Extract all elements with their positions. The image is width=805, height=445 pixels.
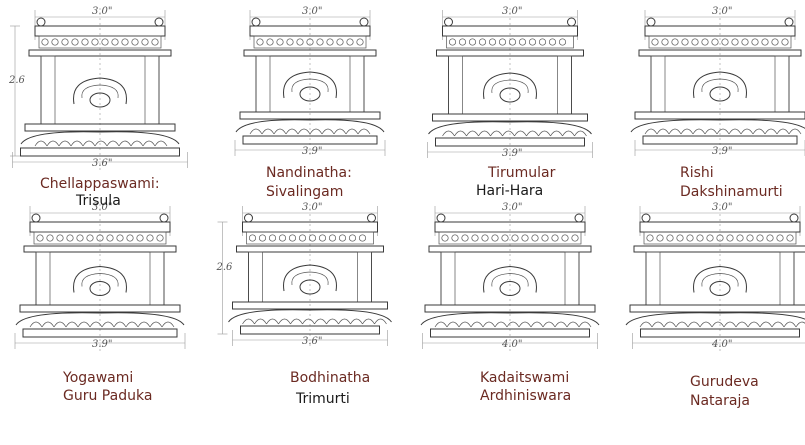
- top-width-label: 3.0": [302, 6, 323, 17]
- drawing-3-name: Tirumular: [487, 165, 556, 181]
- pedestal-drawing-1: 3.0" 3.6" 2.6: [8, 6, 188, 170]
- pedestal-drawing-8: 3.0" 4.0": [625, 202, 805, 351]
- height-label: 2.6: [8, 75, 26, 86]
- drawing-1-deity: Trisula: [75, 193, 121, 209]
- top-width-label: 3.0": [712, 202, 733, 213]
- top-width-label: 3.0": [92, 202, 113, 213]
- top-width-label: 3.0": [302, 202, 323, 213]
- drawing-1-name: Chellappaswami:: [40, 176, 160, 192]
- top-width-label: 3.0": [502, 6, 523, 17]
- base-width-label: 3.9": [502, 148, 523, 159]
- drawing-5-deity: Guru Paduka: [63, 388, 152, 404]
- drawing-8-name: Gurudeva: [690, 374, 759, 390]
- drawing-2-name: Nandinatha:: [266, 165, 352, 181]
- drawing-8-deity: Nataraja: [690, 393, 750, 409]
- base-width-label: 3.9": [92, 339, 113, 350]
- base-width-label: 4.0": [501, 339, 523, 350]
- base-width-label: 3.6": [302, 336, 323, 347]
- pedestal-drawing-3: 3.0" 3.9": [427, 6, 593, 160]
- top-width-label: 3.0": [712, 6, 733, 17]
- top-width-label: 3.0": [502, 202, 523, 213]
- drawing-6-name: Bodhinatha: [290, 370, 370, 386]
- pedestal-drawing-2: 3.0" 3.9": [234, 6, 386, 158]
- drawing-7-name: Kadaitswami: [480, 370, 569, 386]
- top-width-label: 3.0": [92, 6, 113, 17]
- base-width-label: 3.9": [302, 146, 323, 157]
- pedestal-drawing-6: 3.0" 3.6" 2.6: [216, 202, 392, 348]
- height-label: 2.6: [216, 262, 234, 273]
- pedestal-drawing-7: 3.0" 4.0": [420, 202, 600, 351]
- base-width-label: 3.6": [92, 158, 113, 169]
- drawing-5-name: Yogawami: [62, 370, 133, 386]
- drawing-3-deity: Hari-Hara: [476, 183, 543, 199]
- drawing-6-deity: Trimurti: [295, 391, 350, 407]
- drawing-4-name: Rishi: [680, 165, 714, 181]
- pedestal-drawing-4: 3.0" 3.9": [630, 6, 805, 158]
- base-width-label: 3.9": [712, 146, 733, 157]
- pedestal-drawing-5: 3.0" 3.9": [14, 202, 186, 351]
- drawing-2-deity: Sivalingam: [266, 184, 343, 200]
- base-width-label: 4.0": [711, 339, 733, 350]
- drawing-7-deity: Ardhiniswara: [480, 388, 571, 404]
- drawing-4-deity: Dakshinamurti: [680, 184, 783, 200]
